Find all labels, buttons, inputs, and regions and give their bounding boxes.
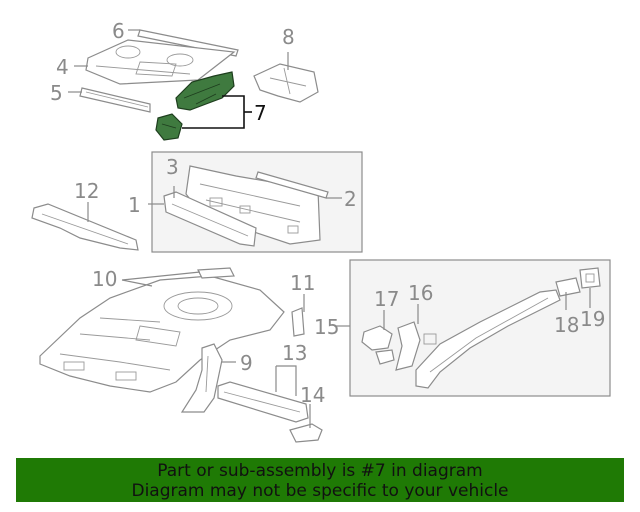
leader-lines	[68, 29, 591, 428]
part-18-bracket	[555, 277, 581, 297]
part-labels: 6 4 5 8 7 3 1 2 12 10 11 9 13 14 15 17 1…	[50, 19, 605, 407]
label-11: 11	[290, 271, 315, 295]
part-19-plate	[579, 267, 601, 289]
label-8: 8	[282, 25, 295, 49]
part-3-inner-rail	[163, 191, 257, 247]
part-9-bracket	[180, 343, 223, 413]
label-3: 3	[166, 155, 179, 179]
label-13: 13	[282, 341, 307, 365]
label-19: 19	[580, 307, 605, 331]
label-12: 12	[74, 179, 99, 203]
part-11-reinforcement	[291, 307, 305, 337]
label-18: 18	[554, 313, 579, 337]
label-15: 15	[314, 315, 339, 339]
label-16: 16	[408, 281, 433, 305]
part-12-rear-panel	[31, 203, 139, 251]
part-8-bracket	[253, 63, 319, 103]
label-14: 14	[300, 383, 325, 407]
part-17-bracket	[361, 325, 395, 365]
label-9: 9	[240, 351, 253, 375]
part-10-patch	[197, 267, 235, 279]
banner-line-2: Diagram may not be specific to your vehi…	[131, 481, 509, 501]
label-17: 17	[374, 287, 399, 311]
part-10-rear-floor-pan	[39, 275, 285, 393]
label-5: 5	[50, 81, 63, 105]
part-16-bracket	[395, 321, 421, 371]
part-13-crossmember	[217, 381, 309, 423]
part-15-rear-rail	[415, 289, 561, 389]
label-1: 1	[128, 193, 141, 217]
banner-line-1: Part or sub-assembly is #7 in diagram	[157, 461, 483, 481]
part-5-cross-rail	[79, 87, 151, 113]
label-4: 4	[56, 55, 69, 79]
part-14-bracket	[289, 423, 323, 443]
label-10: 10	[92, 267, 117, 291]
label-2: 2	[344, 187, 357, 211]
part-7-bracket-highlight	[155, 71, 235, 141]
label-7: 7	[254, 101, 267, 125]
info-banner: Part or sub-assembly is #7 in diagram Di…	[16, 458, 624, 502]
label-6: 6	[112, 19, 125, 43]
